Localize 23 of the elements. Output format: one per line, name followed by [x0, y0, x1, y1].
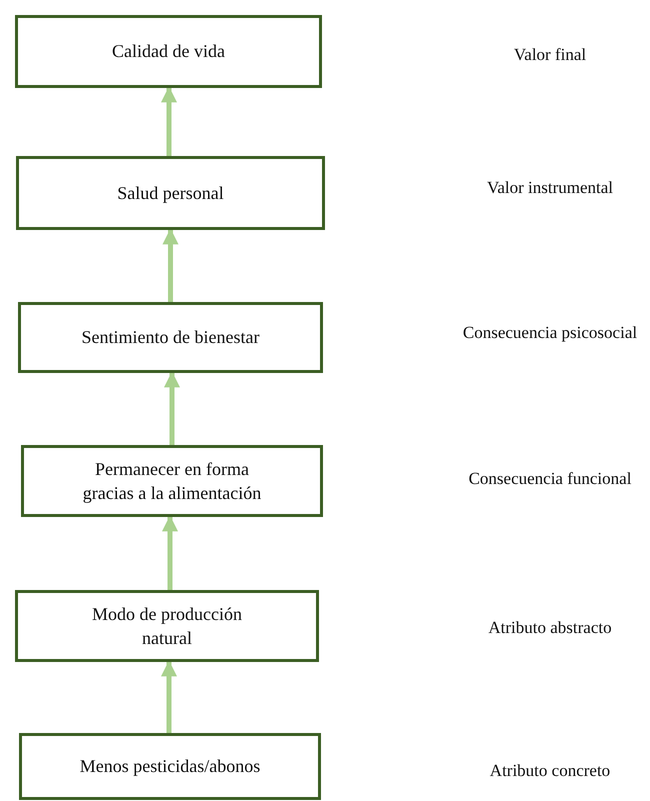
arrow	[161, 660, 177, 733]
arrow	[164, 371, 180, 445]
arrow	[162, 228, 178, 302]
box-label: Sentimiento de bienestar	[82, 326, 260, 350]
box-label: Permanecer en forma gracias a la alimentación	[82, 458, 262, 505]
arrow	[161, 86, 177, 156]
process-box	[18, 302, 323, 373]
level-label: Consecuencia funcional	[468, 468, 632, 490]
process-box	[15, 15, 322, 88]
box-label: Calidad de vida	[112, 40, 225, 64]
process-box	[19, 733, 321, 800]
level-label: Atributo concreto	[488, 760, 612, 782]
level-label: Atributo abstracto	[487, 616, 613, 638]
box-label: Modo de producción natural	[91, 602, 243, 650]
level-label: Consecuencia psicosocial	[462, 322, 638, 344]
level-label: Valor instrumental	[486, 176, 614, 198]
box-label: Menos pesticidas/abonos	[80, 755, 260, 778]
process-box	[21, 445, 323, 517]
level-label: Valor final	[512, 44, 588, 66]
process-box	[16, 156, 325, 230]
process-box	[15, 590, 319, 662]
box-label: Salud personal	[117, 182, 224, 205]
arrow	[162, 515, 178, 590]
